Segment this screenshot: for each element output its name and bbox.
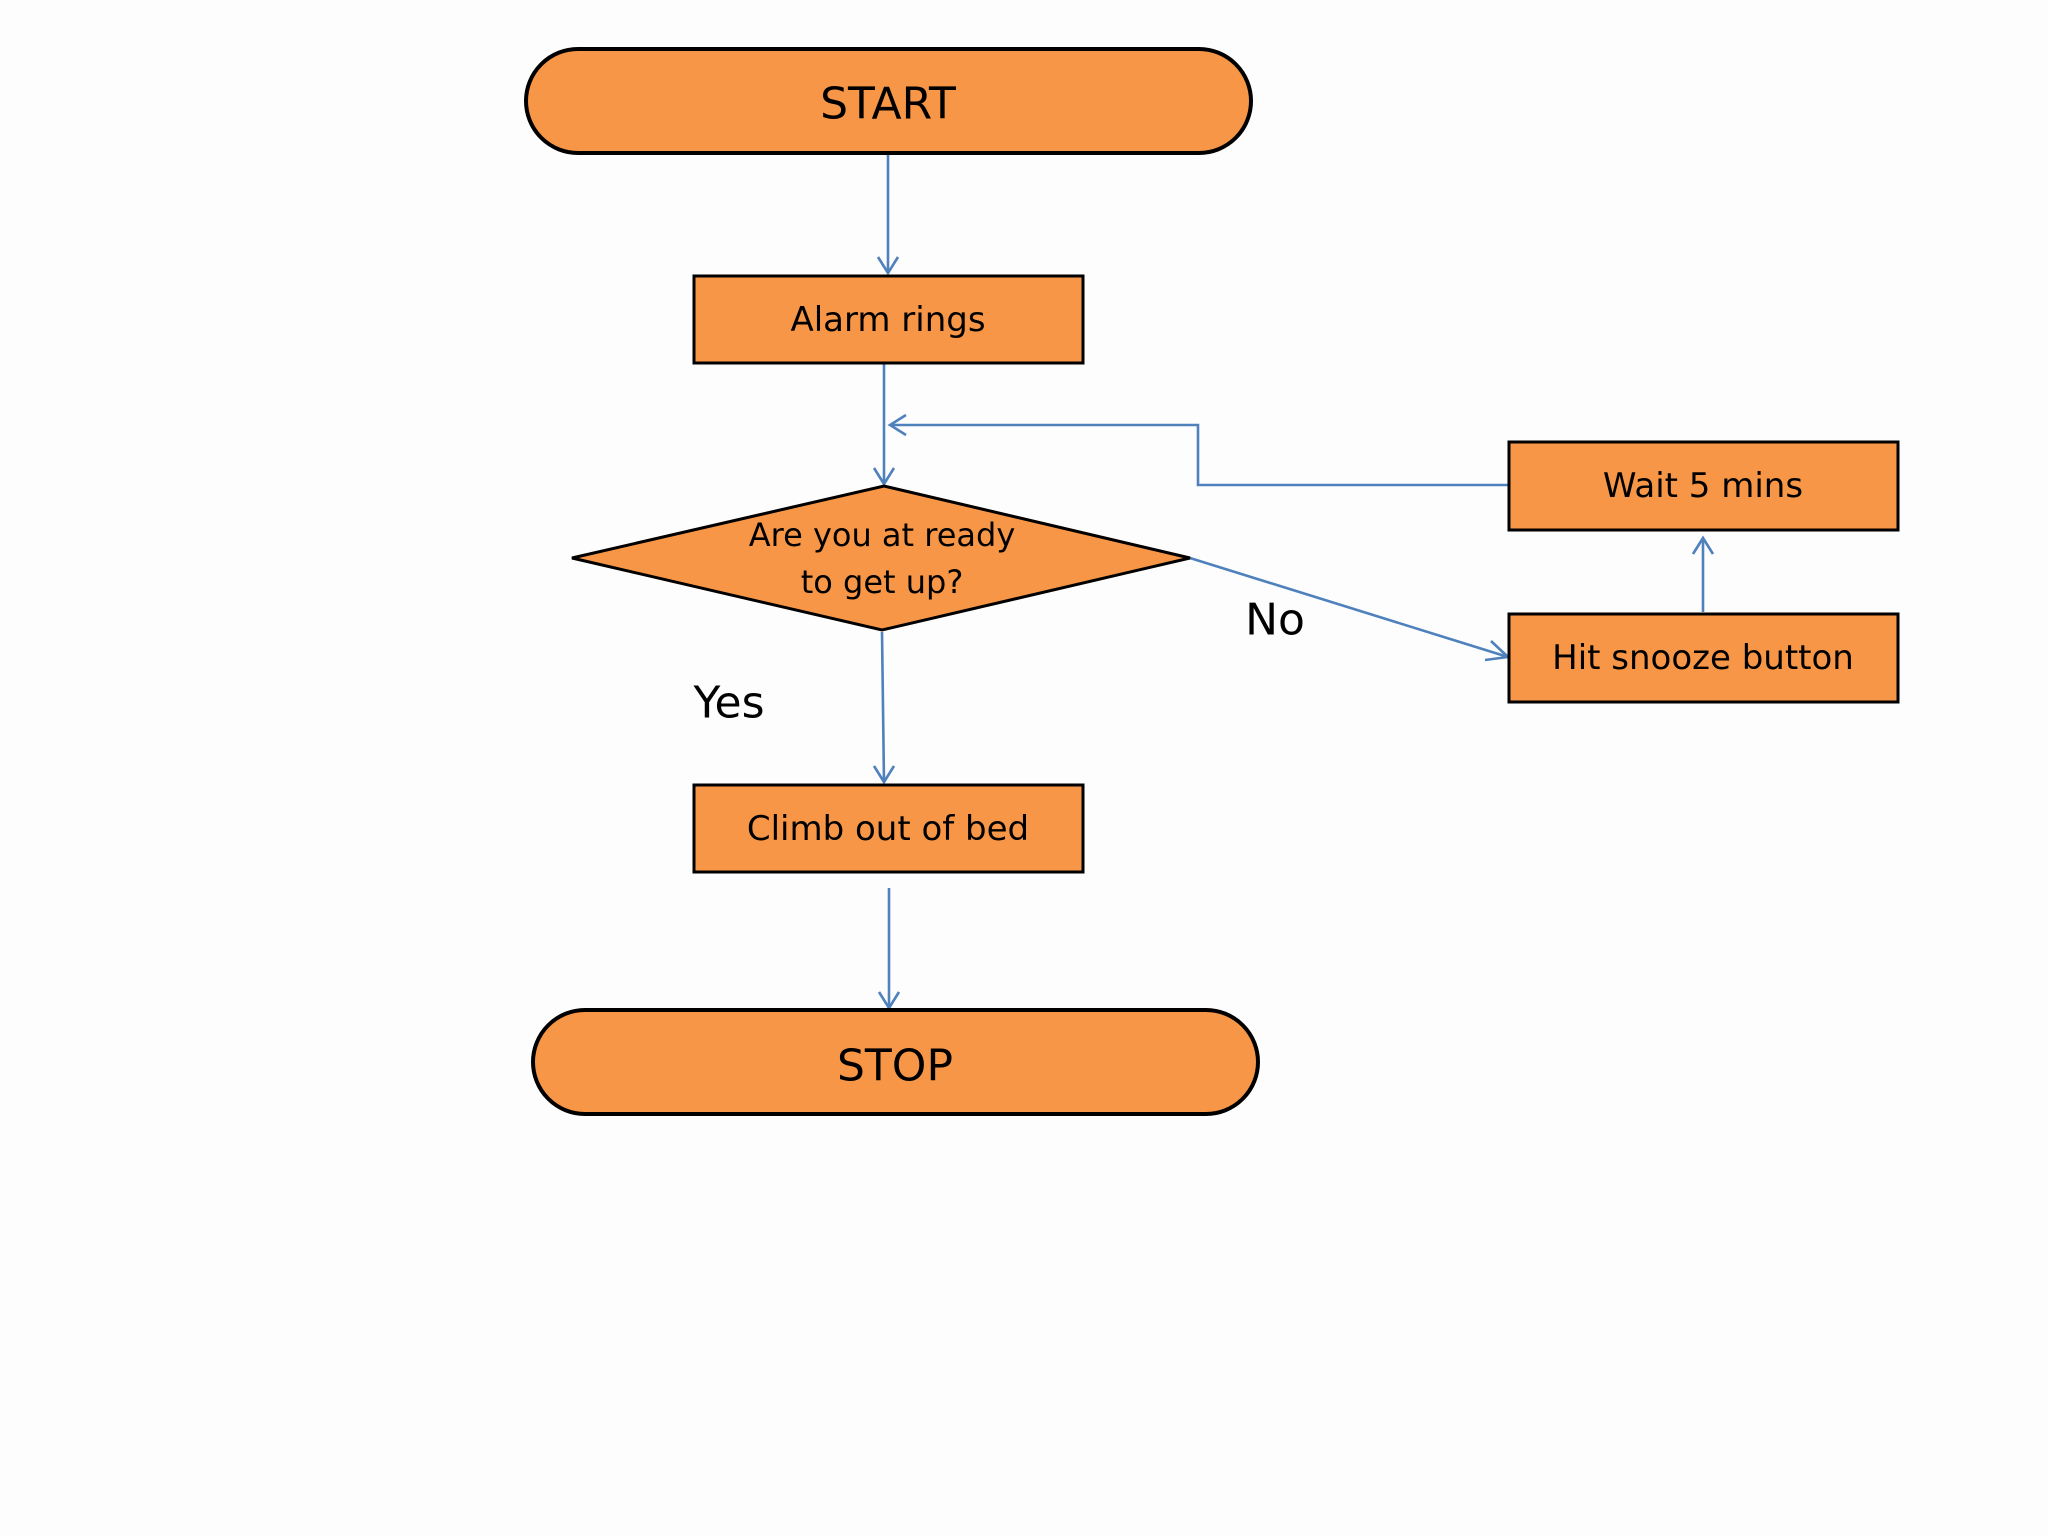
connector-decision-to-snooze	[1189, 556, 1511, 662]
wait-5-mins-label: Wait 5 mins	[1603, 466, 1803, 506]
stop-label: STOP	[837, 1041, 953, 1092]
hit-snooze-button-process: Hit snooze button	[1507, 612, 1900, 704]
edge-labels: Yes No	[692, 595, 1304, 729]
wait-5-mins-process: Wait 5 mins	[1507, 440, 1900, 532]
no-edge-label: No	[1245, 595, 1305, 646]
hit-snooze-button-label: Hit snooze button	[1552, 638, 1854, 678]
alarm-rings-label: Alarm rings	[790, 300, 985, 340]
ready-decision: Are you at ready to get up?	[571, 484, 1191, 632]
start-terminal: START	[524, 47, 1253, 155]
connectors	[872, 155, 1715, 1011]
alarm-rings-process: Alarm rings	[692, 274, 1085, 365]
climb-out-of-bed-label: Climb out of bed	[747, 809, 1029, 849]
climb-out-of-bed-process: Climb out of bed	[692, 783, 1085, 874]
connector-alarm-to-decision	[872, 364, 896, 487]
stop-terminal: STOP	[531, 1008, 1260, 1116]
decision-label-line-1: Are you at ready	[749, 516, 1016, 554]
connector-decision-to-climb	[872, 631, 896, 785]
start-label: START	[820, 79, 956, 130]
yes-edge-label: Yes	[692, 678, 764, 729]
connector-wait-to-decision	[887, 413, 1508, 487]
connector-snooze-to-wait	[1691, 535, 1715, 612]
connector-climb-to-stop	[877, 888, 901, 1011]
connector-start-to-alarm	[876, 155, 900, 276]
decision-label-line-2: to get up?	[801, 563, 964, 601]
nodes: START Alarm rings Are you at ready to ge…	[524, 47, 1900, 1116]
